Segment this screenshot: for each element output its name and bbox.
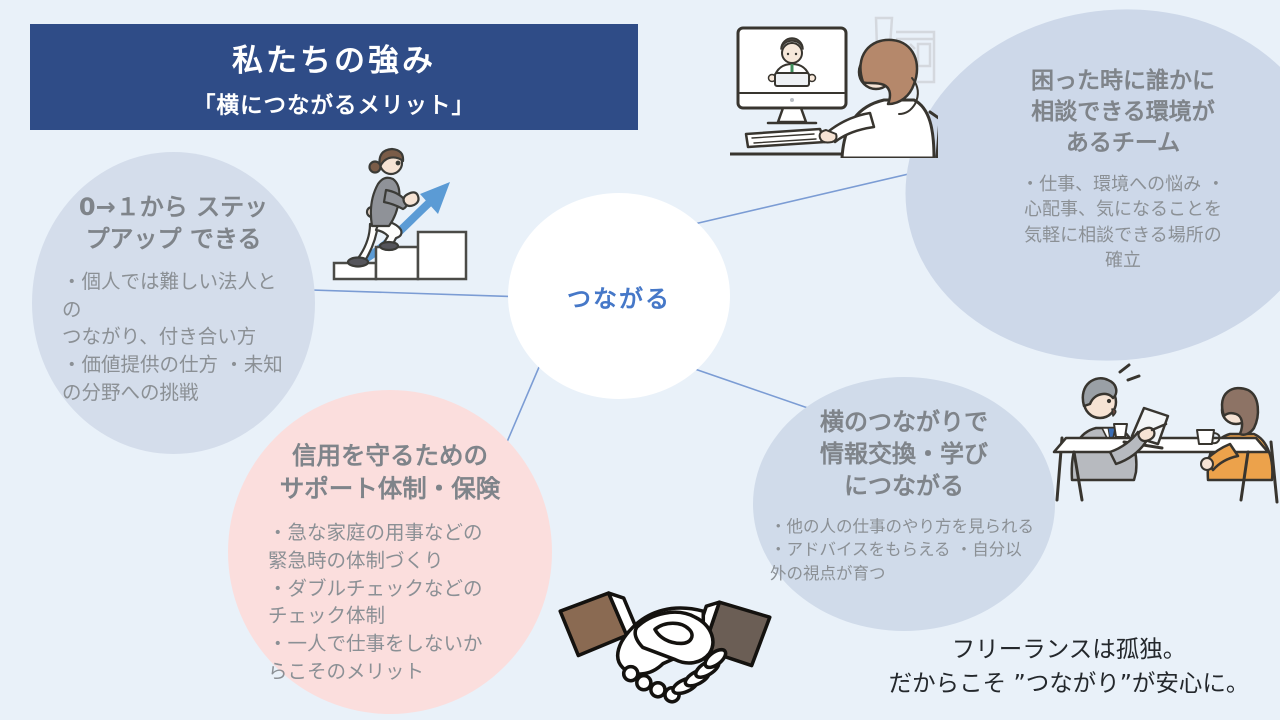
- bubble-consult-title: 困った時に誰かに 相談できる環境が あるチーム: [1031, 68, 1215, 157]
- bubble-step-up: 0→１から ステッ プアップ できる ・個人では難しい法人との つながり、付き合…: [32, 152, 315, 454]
- bubble-support: 信用を守るための サポート体制・保険 ・急な家庭の用事などの 緊急時の体制づくり…: [228, 390, 552, 714]
- video-call-illustration: [730, 16, 938, 158]
- bubble-learning-title: 横のつながりで 情報交換・学び につながる: [820, 408, 988, 500]
- center-node: つながる: [508, 193, 730, 399]
- footer-note: フリーランスは孤独。 だからこそ ”つながり”が安心に。: [888, 635, 1250, 698]
- bubble-support-title: 信用を守るための サポート体制・保険: [279, 441, 501, 503]
- meeting-illustration: [1052, 363, 1279, 504]
- page-title: 私たちの強み: [232, 43, 436, 79]
- header-banner: 私たちの強み 「横につながるメリット」: [30, 24, 638, 130]
- handshake-icon: [558, 591, 772, 704]
- climbing-person-icon: [346, 147, 420, 268]
- cup-icon: [1196, 429, 1215, 445]
- bubble-support-details: ・急な家庭の用事などの 緊急時の体制づくり ・ダブルチェックなどの チェック体制…: [268, 521, 483, 683]
- bubble-learning: 横のつながりで 情報交換・学び につながる ・他の人の仕事のやり方を見られる ・…: [753, 377, 1055, 631]
- woman-at-desk-icon: [818, 38, 938, 158]
- bubble-step-up-details: ・個人では難しい法人との つながり、付き合い方 ・価値提供の仕方 ・未知 の分野…: [62, 269, 283, 404]
- stairs-icon: [332, 230, 468, 281]
- bubble-learning-details: ・他の人の仕事のやり方を見られる ・アドバイスをもらえる ・自分以 外の視点が育…: [770, 516, 1034, 583]
- bubble-consult: 困った時に誰かに 相談できる環境が あるチーム ・仕事、環境への悩み ・ 心配事…: [955, 66, 1280, 273]
- monitor-icon: [736, 26, 848, 125]
- handshake-illustration: [558, 591, 772, 704]
- table-icon: [1052, 436, 1270, 454]
- glass-icon: [1113, 423, 1128, 438]
- growth-arrow-head: [420, 182, 450, 214]
- bubble-consult-details: ・仕事、環境への悩み ・ 心配事、気になることを 気軽に相談できる場所の 確立: [1021, 174, 1225, 271]
- chair-right-icon: [1269, 440, 1279, 504]
- stair-climb-illustration: [332, 147, 468, 281]
- center-node-label: つながる: [567, 284, 671, 313]
- page-subtitle: 「横につながるメリット」: [192, 93, 475, 119]
- bubble-step-up-title: 0→１から ステッ プアップ できる: [78, 193, 269, 253]
- talking-man-icon: [1070, 363, 1141, 482]
